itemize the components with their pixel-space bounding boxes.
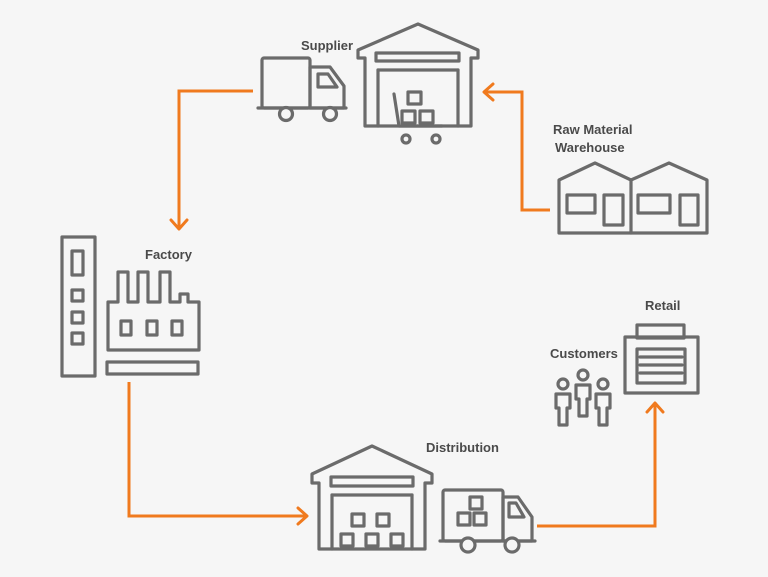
arrow-supplier-to-factory	[169, 89, 253, 231]
label-factory: Factory	[145, 247, 192, 262]
label-raw-material-line2: Warehouse	[555, 140, 625, 155]
retail-store-icon	[623, 323, 700, 395]
label-raw-material-line1: Raw Material	[553, 122, 633, 137]
label-supplier: Supplier	[301, 38, 354, 53]
customers-icon	[554, 368, 612, 427]
label-retail: Retail	[645, 298, 681, 313]
distribution-warehouse-icon	[310, 444, 434, 551]
factory-icon	[60, 235, 201, 378]
label-distribution: Distribution	[426, 440, 499, 455]
supplier-truck-icon	[256, 56, 348, 123]
label-customers: Customers	[550, 346, 618, 361]
raw-material-warehouse-icon	[557, 161, 709, 235]
distribution-truck-icon	[438, 488, 537, 554]
supplier-warehouse-icon	[356, 22, 480, 145]
arrow-factory-to-distribution	[127, 382, 309, 526]
arrow-raw-to-supplier	[482, 82, 550, 212]
arrow-distribution-to-retail	[537, 401, 665, 528]
